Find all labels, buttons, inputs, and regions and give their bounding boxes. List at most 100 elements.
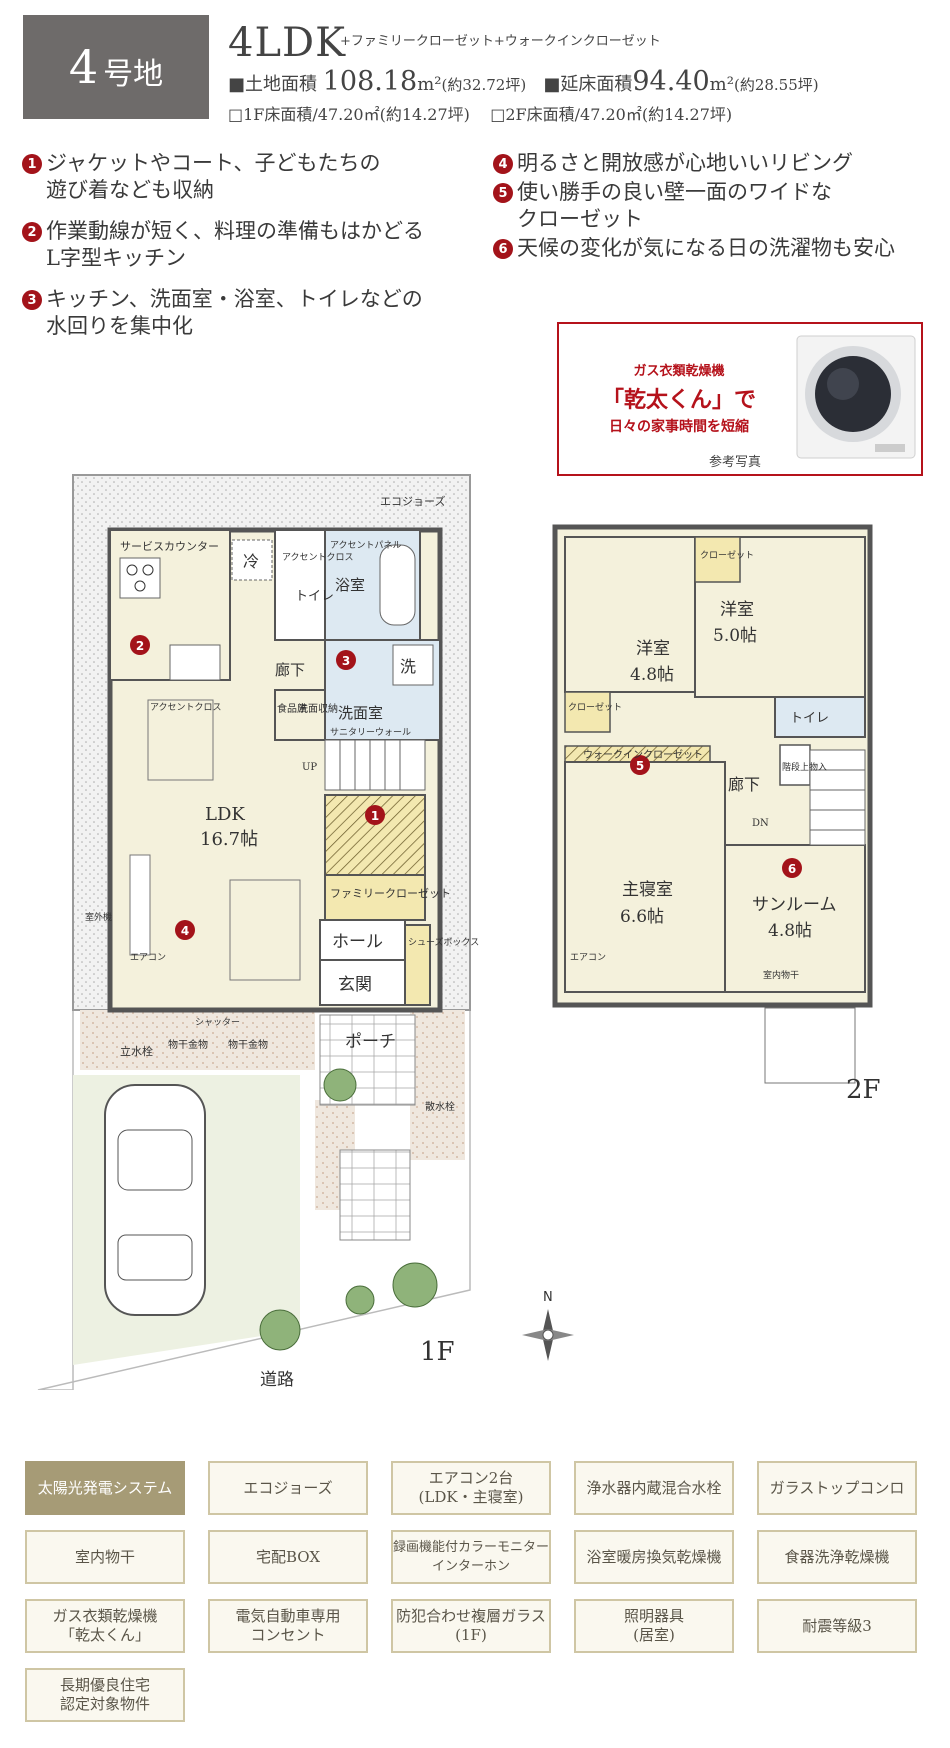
compass-icon: N	[522, 1290, 574, 1361]
label-aircon: エアコン	[130, 953, 166, 963]
label-room2-size: 5.0帖	[713, 626, 757, 646]
feature-marker: 1	[22, 154, 42, 174]
feature-text: 作業動線が短く、料理の準備もはかどる L字型キッチン	[46, 219, 424, 270]
label-room2: 洋室	[720, 600, 754, 620]
f2-area: □2F床面積/47.20㎡(約14.27坪)	[490, 105, 733, 124]
amenity-tag: 耐震等級3	[757, 1599, 917, 1653]
label-pantry: 食品庫	[277, 702, 307, 715]
amenity-tag: 宅配BOX	[208, 1530, 368, 1584]
floor-areas: □1F床面積/47.20㎡(約14.27坪) □2F床面積/47.20㎡(約14…	[228, 101, 732, 125]
label-sunroom: サンルーム	[752, 895, 837, 915]
amenity-tag: 電気自動車専用 コンセント	[208, 1599, 368, 1653]
svg-text:2: 2	[136, 639, 144, 653]
label-ldk-size: 16.7帖	[200, 829, 258, 850]
area-summary: ■土地面積 108.18m²(約32.72坪) ■延床面積94.40m²(約28…	[228, 66, 819, 97]
land-area-unit: m²	[417, 74, 442, 95]
floor-label-1f: 1F	[420, 1337, 455, 1367]
label-service-counter: サービスカウンター	[120, 540, 219, 553]
label-storage: 階段上物入	[782, 761, 827, 773]
label-entrance: 玄関	[338, 975, 372, 995]
svg-text:4: 4	[181, 924, 189, 938]
feature-marker: 2	[22, 222, 42, 242]
land-area-label: ■土地面積	[228, 74, 318, 95]
feature-text: 天候の変化が気になる日の洗濯物も安心	[517, 236, 895, 260]
label-hall: ホール	[332, 932, 383, 952]
svg-text:3: 3	[342, 654, 350, 668]
feature-text: 明るさと開放感が心地いいリビング	[517, 151, 853, 175]
label-road: 道路	[260, 1370, 294, 1390]
floor-plan-2f: 5 6 洋室 4.8帖 洋室 5.0帖 クローゼット クローゼット トイレ 廊下…	[552, 524, 880, 1105]
label-indoor-dry: 室内物干	[763, 969, 799, 981]
label-wash-storage: 洗面収納	[298, 702, 338, 715]
floor-area-tsubo: (約28.55坪)	[733, 76, 819, 94]
floor-area-label: ■延床面積	[543, 74, 633, 95]
floor-plan-1f: 2 3 1 4 エコジョーズ サービスカウンター 冷 アクセントクロス トイレ …	[37, 474, 574, 1390]
svg-text:6: 6	[788, 862, 796, 876]
amenity-tag: エアコン2台 (LDK・主寝室)	[391, 1461, 551, 1515]
feature-marker: 6	[493, 239, 513, 259]
label-wic: ウォークインクローゼット	[583, 749, 703, 761]
feature-marker: 3	[22, 290, 42, 310]
plan-note: +ファミリークローゼット+ウォークインクローゼット	[340, 34, 661, 49]
label-master: 主寝室	[622, 879, 673, 900]
label-hanger-2: 物干金物	[228, 1038, 268, 1051]
label-sprinkler: 散水栓	[425, 1100, 455, 1113]
label-corridor: 廊下	[275, 661, 305, 679]
label-family-closet: ファミリークローゼット	[330, 887, 451, 900]
amenity-tag: ガラストップコンロ	[757, 1461, 917, 1515]
label-closet-2: クローゼット	[700, 549, 754, 561]
lot-number: 4	[68, 40, 100, 94]
label-north: N	[543, 1290, 553, 1305]
f1-area: □1F床面積/47.20㎡(約14.27坪)	[228, 105, 470, 124]
label-room1: 洋室	[636, 639, 670, 659]
amenity-tag: 浴室暖房換気乾燥機	[574, 1530, 734, 1584]
ad-caption: 参考写真	[709, 455, 762, 470]
label-2f-corridor: 廊下	[728, 775, 760, 794]
label-accent-cross-wc: アクセントクロス	[282, 552, 354, 563]
amenity-tag: 食器洗浄乾燥機	[757, 1530, 917, 1584]
label-hanger-1: 物干金物	[168, 1038, 208, 1051]
land-area-tsubo: (約32.72坪)	[441, 76, 527, 94]
label-porch: ポーチ	[345, 1032, 396, 1052]
label-accent-panel: アクセントパネル	[330, 540, 402, 551]
label-master-size: 6.6帖	[620, 907, 664, 927]
label-2f-aircon: エアコン	[570, 953, 606, 963]
floor-label-2f: 2F	[846, 1075, 880, 1105]
label-fridge: 冷	[243, 552, 259, 571]
ad-line1: ガス衣類乾燥機	[633, 364, 725, 379]
label-shutter: シャッター	[195, 1017, 240, 1028]
amenity-tag: 室内物干	[25, 1530, 185, 1584]
floor-area-unit: m²	[709, 74, 734, 95]
plan-type: 4LDK	[228, 20, 346, 66]
feature-text: キッチン、洗面室・浴室、トイレなどの 水回りを集中化	[46, 287, 423, 338]
ad-line3: 日々の家事時間を短縮	[609, 419, 749, 435]
amenity-tag: 録画機能付カラーモニター インターホン	[391, 1530, 551, 1584]
amenity-tag: エコジョーズ	[208, 1461, 368, 1515]
amenity-tag: 長期優良住宅 認定対象物件	[25, 1668, 185, 1722]
label-shoes-box: シューズボックス	[408, 936, 479, 948]
amenity-tag: 浄水器内蔵混合水栓	[574, 1461, 734, 1515]
amenity-tag: 照明器具 (居室)	[574, 1599, 734, 1653]
lot-suffix: 号地	[103, 57, 164, 92]
label-2f-toilet: トイレ	[790, 711, 829, 726]
svg-text:5: 5	[636, 759, 644, 773]
feature-marker: 5	[493, 183, 513, 203]
car-icon	[104, 1084, 206, 1316]
land-area-value: 108.18	[322, 66, 418, 97]
label-faucet: 立水栓	[120, 1044, 153, 1058]
label-ecojoes: エコジョーズ	[380, 494, 445, 508]
amenity-tag: 防犯合わせ複層ガラス (1F)	[391, 1599, 551, 1653]
ad-line2: 「乾太くん」で	[601, 387, 756, 413]
feature-text: ジャケットやコート、子どもたちの 遊び着なども収納	[46, 151, 381, 202]
label-toilet: トイレ	[295, 589, 334, 604]
label-sunroom-size: 4.8帖	[768, 921, 812, 941]
label-washroom: 洗面室	[338, 704, 383, 722]
label-closet-1: クローゼット	[568, 701, 622, 713]
label-accent-cross: アクセントクロス	[150, 702, 222, 713]
